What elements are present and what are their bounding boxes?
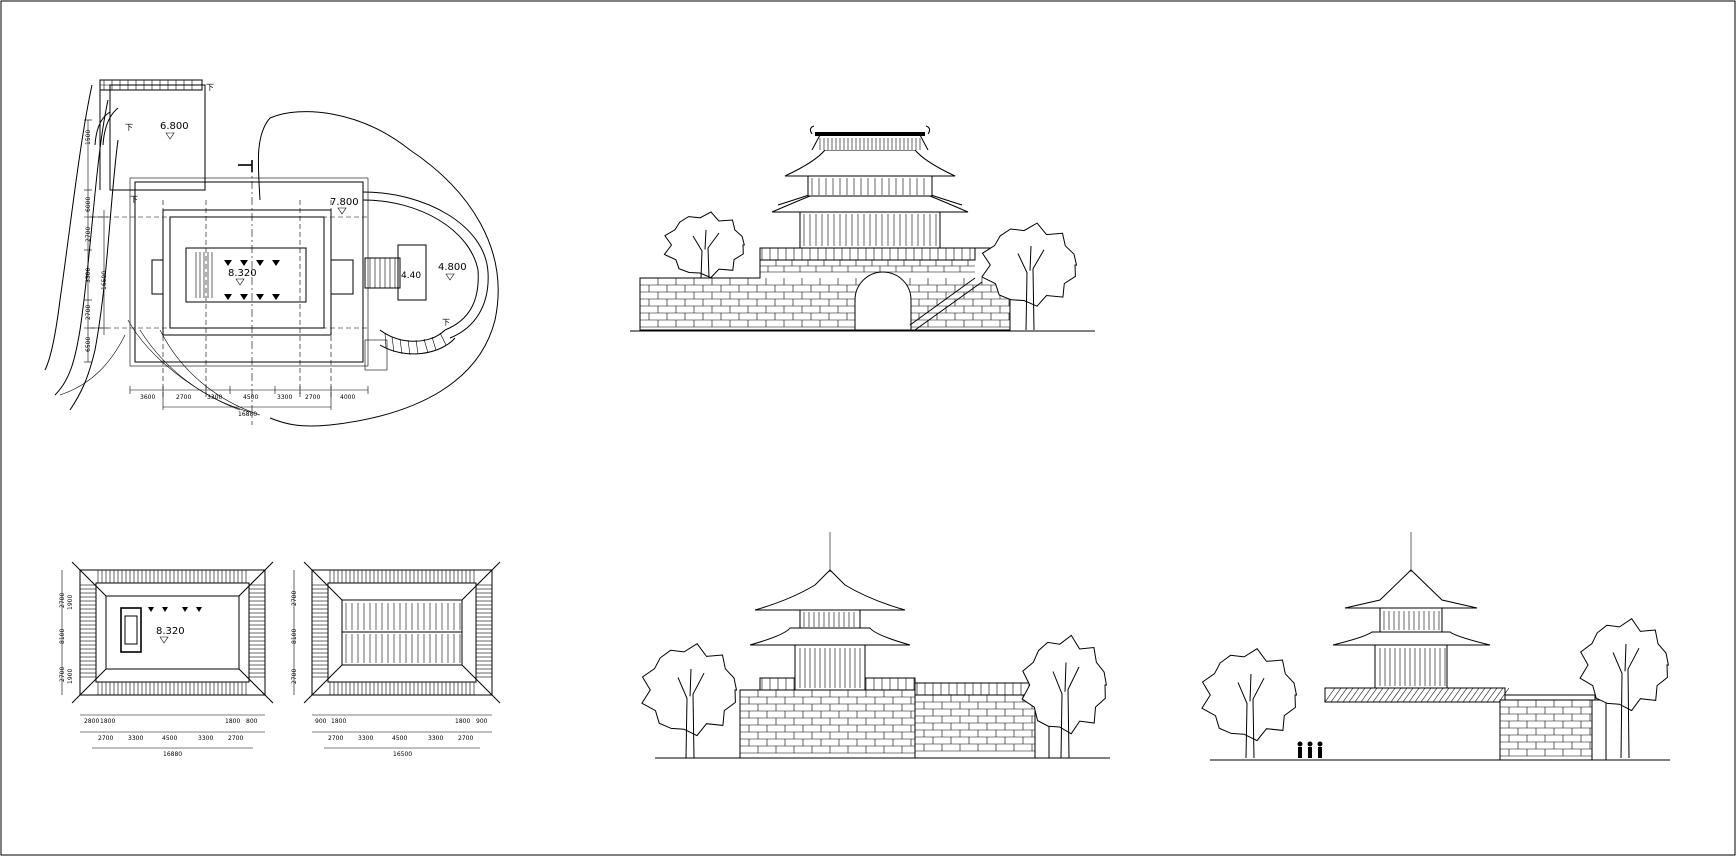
rp2-dim-5: 2700 <box>458 735 473 742</box>
roof-plan-2: 900 1800 1800 900 2700 3300 4500 3300 27… <box>291 561 501 758</box>
rp1-dim-total: 16880 <box>163 751 182 758</box>
rp2-dim-left-1: 2700 <box>291 591 298 606</box>
arrow-label-mid: 下 <box>130 195 138 204</box>
site-dim-7: 4000 <box>340 394 355 401</box>
rp1-dim-3: 4500 <box>162 735 177 742</box>
side-elevation <box>641 532 1110 759</box>
rp1-dim-top-4: 800 <box>246 718 258 725</box>
site-dim-4: 4500 <box>243 394 258 401</box>
elevation-label-bridge: 4.40 <box>401 271 421 281</box>
rp2-dim-top-3: 1800 <box>455 718 470 725</box>
rp1-dim-2: 3300 <box>128 735 143 742</box>
rp2-dim-4: 3300 <box>428 735 443 742</box>
roof-plan-1: 8.320 2800 1800 1800 800 2700 3300 4500 … <box>59 561 274 758</box>
rp2-dim-total: 16500 <box>393 751 412 758</box>
rp2-dim-left-3: 2700 <box>291 669 298 684</box>
site-plan: 3600 2700 3300 4500 3300 2700 4000 16880… <box>44 79 499 427</box>
rp2-dim-3: 4500 <box>392 735 407 742</box>
site-dim-6: 2700 <box>305 394 320 401</box>
section-elevation <box>1201 532 1670 761</box>
site-dim-left-1: 1500 <box>85 130 92 145</box>
rp1-dim-left-4: 2700 <box>59 667 66 682</box>
rp1-dim-top-1: 2800 <box>84 718 99 725</box>
rp1-dim-4: 3300 <box>198 735 213 742</box>
site-dim-left-total: 16500 <box>101 271 108 290</box>
rp2-dim-top-2: 1800 <box>331 718 346 725</box>
site-dim-1: 3600 <box>140 394 155 401</box>
arrow-label-right: 下 <box>442 318 450 327</box>
site-dim-left-2: 6000 <box>85 197 92 212</box>
front-elevation <box>630 125 1095 332</box>
site-dim-left-4: 3300 <box>85 268 92 283</box>
arrow-label-left: 下 <box>125 123 133 132</box>
rp1-dim-1: 2700 <box>98 735 113 742</box>
rp1-dim-5: 2700 <box>228 735 243 742</box>
arrow-label-top: 下 <box>206 83 214 92</box>
elevation-label-upper: 6.800 <box>160 121 189 132</box>
rp2-dim-left-2: 8100 <box>291 629 298 644</box>
roof-plan-1-elevation: 8.320 <box>156 626 185 637</box>
rp2-dim-1: 2700 <box>328 735 343 742</box>
rp1-dim-top-2: 1800 <box>100 718 115 725</box>
rp2-dim-top-1: 900 <box>315 718 327 725</box>
elevation-label-right: 4.800 <box>438 262 467 273</box>
rp1-dim-left-5: 1900 <box>67 669 74 684</box>
rp1-dim-left-2: 1900 <box>67 595 74 610</box>
site-dim-total: 16880 <box>238 411 257 418</box>
rp2-dim-top-4: 900 <box>476 718 488 725</box>
rp1-dim-left-3: 8100 <box>59 629 66 644</box>
rp1-dim-left-1: 2700 <box>59 593 66 608</box>
site-dim-left-5: 2700 <box>85 305 92 320</box>
rp1-dim-top-3: 1800 <box>225 718 240 725</box>
site-dim-left-6: 6500 <box>85 337 92 352</box>
site-dim-5: 3300 <box>277 394 292 401</box>
elevation-label-platform: 8.320 <box>228 268 257 279</box>
elevation-label-walkway: 7.800 <box>330 197 359 208</box>
site-dim-left-3: 2700 <box>85 227 92 242</box>
rp2-dim-2: 3300 <box>358 735 373 742</box>
site-dim-2: 2700 <box>176 394 191 401</box>
site-dim-3: 3300 <box>207 394 222 401</box>
